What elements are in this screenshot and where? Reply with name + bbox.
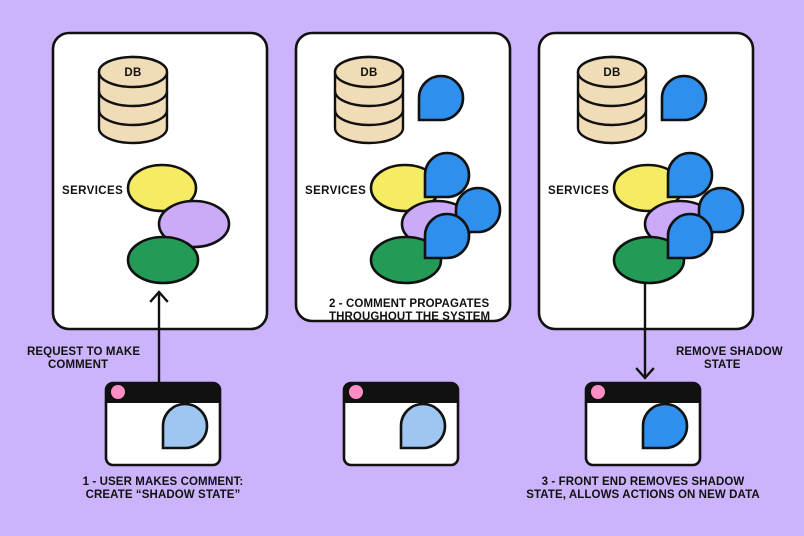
panel-3-services-label: SERVICES — [548, 185, 609, 197]
panel-2-db-label: DB — [360, 67, 377, 79]
window-2-titlebar — [344, 383, 458, 403]
window-3-titlebar — [586, 383, 700, 403]
panel-3-comment-bubble-green — [666, 212, 714, 260]
window-1-caption-line1: 1 - USER MAKES COMMENT: — [83, 476, 244, 488]
annotation-request-line2: COMMENT — [48, 359, 108, 371]
window-2-close-dot-icon[interactable] — [349, 385, 363, 399]
window-3[interactable] — [584, 381, 702, 467]
panel-3-service-green — [612, 235, 686, 285]
annotation-request-line1: REQUEST TO MAKE — [27, 346, 140, 358]
panel-2-caption-line2: THROUGHOUT THE SYSTEM — [329, 311, 490, 323]
panel-2-services-label: SERVICES — [305, 185, 366, 197]
window-2-comment-bubble-icon — [399, 402, 447, 450]
panel-2-comment-bubble-db — [417, 74, 465, 122]
annotation-remove-line2: STATE — [704, 359, 741, 371]
window-3-caption-line2: STATE, ALLOWS ACTIONS ON NEW DATA — [526, 489, 760, 501]
arrow-remove-shadow-state — [635, 283, 655, 380]
panel-2-comment-bubble-purple — [454, 186, 502, 234]
panel-1-services-label: SERVICES — [62, 185, 123, 197]
window-2[interactable] — [342, 381, 460, 467]
panel-2-service-green — [369, 235, 443, 285]
panel-3-comment-bubble-yellow — [666, 151, 714, 199]
annotation-remove-line1: REMOVE SHADOW — [676, 346, 783, 358]
window-1[interactable] — [104, 381, 222, 467]
panel-2-caption-line1: 2 - COMMENT PROPAGATES — [329, 298, 489, 310]
window-1-caption-line2: CREATE “SHADOW STATE” — [86, 489, 241, 501]
panel-1: DB SERVICES — [51, 31, 269, 331]
panel-2: DB SERVICES 2 - COMMENT PROPAGATES THROU… — [294, 31, 512, 323]
arrow-request-to-make-comment — [149, 290, 169, 385]
panel-1-service-green — [126, 235, 200, 285]
panel-3-database-icon: DB — [576, 55, 648, 145]
panel-1-service-yellow — [126, 163, 198, 213]
panel-2-comment-bubble-yellow — [423, 151, 471, 199]
panel-3: DB SERVICES — [537, 31, 755, 331]
panel-3-comment-bubble-db — [660, 74, 708, 122]
window-3-caption-line1: 3 - FRONT END REMOVES SHADOW — [542, 476, 745, 488]
panel-3-db-label: DB — [603, 67, 620, 79]
window-3-close-dot-icon[interactable] — [591, 385, 605, 399]
window-1-comment-bubble-icon — [161, 402, 209, 450]
window-1-close-dot-icon[interactable] — [111, 385, 125, 399]
panel-3-comment-bubble-purple — [697, 186, 745, 234]
panel-1-service-purple — [157, 199, 231, 249]
panel-1-database-icon: DB — [97, 55, 169, 145]
window-3-comment-bubble-icon — [641, 402, 689, 450]
panel-1-db-label: DB — [124, 67, 141, 79]
panel-2-database-icon: DB — [333, 55, 405, 145]
window-1-titlebar — [106, 383, 220, 403]
panel-2-comment-bubble-green — [423, 212, 471, 260]
